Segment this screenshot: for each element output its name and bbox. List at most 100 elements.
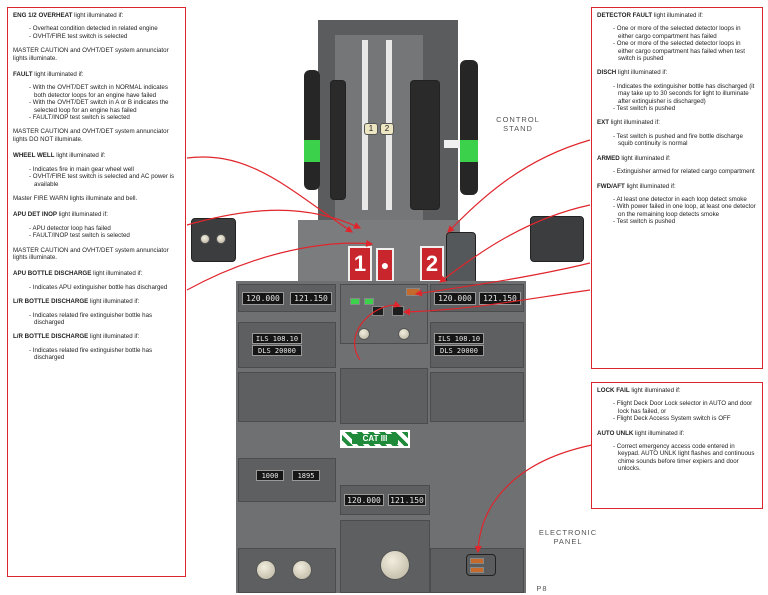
list-item: Indicates APU extinguisher bottle has di… — [29, 284, 180, 291]
thrust-lever-1-label: 1 — [364, 123, 378, 135]
list-item: Correct emergency access code entered in… — [613, 443, 757, 473]
left-inset-panel — [191, 218, 236, 262]
com2-standby-display: 121.150 — [479, 292, 521, 305]
apu-fire-handle[interactable]: ● — [376, 248, 394, 282]
auto-unlk-list: Correct emergency access code entered in… — [597, 443, 757, 473]
speed-brake-guide — [330, 80, 346, 200]
disch-list: Indicates the extinguisher bottle has di… — [597, 83, 757, 113]
auto-unlk-light — [470, 567, 484, 573]
list-item: Indicates related fire extinguisher bott… — [29, 312, 180, 327]
list-item: With the OVHT/DET switch in NORMAL indic… — [29, 84, 180, 99]
audio-panel-right — [430, 372, 524, 422]
cargo-fire-fwd-button[interactable] — [372, 306, 384, 316]
nav1-active-display: ILS 108.10 — [252, 333, 302, 344]
cat-iii-placard: CAT III — [340, 430, 410, 448]
rudder-trim-knob-left[interactable] — [256, 560, 276, 580]
eng-overheat-list: Overheat condition detected in related e… — [13, 25, 180, 40]
list-item: Indicates related fire extinguisher bott… — [29, 347, 180, 362]
flap-lever-guide — [410, 80, 440, 210]
cargo-fire-selector-knob-2[interactable] — [398, 328, 410, 340]
lr-bottle-list-2: Indicates related fire extinguisher bott… — [13, 347, 180, 362]
list-item: FAULT/INOP test switch is selected — [29, 232, 180, 239]
list-item: Test switch is pushed — [613, 218, 757, 225]
adf-standby-display: 1895 — [292, 470, 320, 481]
com3-active-display: 120.000 — [344, 494, 384, 506]
apu-det-inop-list: APU detector loop has failed FAULT/INOP … — [13, 225, 180, 240]
cargo-fire-disch-button[interactable] — [406, 288, 420, 296]
list-item: One or more of the selected detector loo… — [613, 40, 757, 62]
lock-fail-heading: LOCK FAIL light illuminated if: — [597, 387, 681, 394]
list-item: Test switch is pushed and fire bottle di… — [613, 133, 757, 148]
thrust-lever-2-label: 2 — [380, 123, 394, 135]
list-item: Indicates fire in main gear wheel well — [29, 166, 180, 173]
lock-fail-light — [470, 558, 484, 564]
rudder-trim-knob-right[interactable] — [292, 560, 312, 580]
apu-det-inop-note: MASTER CAUTION and OVHT/DET system annun… — [13, 246, 169, 261]
cargo-fire-aft-button[interactable] — [392, 306, 404, 316]
list-item: Overheat condition detected in related e… — [29, 25, 180, 32]
p8-label: P8 — [536, 584, 548, 593]
list-item: APU detector loop has failed — [29, 225, 180, 232]
list-item: One or more of the selected detector loo… — [613, 25, 757, 40]
armed-heading: ARMED light illuminated if: — [597, 154, 671, 162]
lr-bottle-heading-1: L/R BOTTLE DISCHARGE light illuminated i… — [13, 298, 140, 306]
fwd-aft-heading: FWD/AFT light illuminated if: — [597, 182, 676, 190]
inset-knob-left[interactable] — [200, 234, 210, 244]
engine-1-fire-handle[interactable]: 1 — [348, 246, 372, 282]
list-item: FAULT/INOP test switch is selected — [29, 114, 180, 121]
cargo-fire-armed-fwd[interactable] — [350, 298, 360, 305]
audio-panel-left — [238, 372, 336, 422]
auto-unlk-heading: AUTO UNLK light illuminated if: — [597, 429, 685, 437]
eng-overheat-heading: ENG 1/2 OVERHEAT light illuminated if: — [13, 12, 124, 19]
list-item: Extinguisher armed for related cargo com… — [613, 168, 757, 175]
cargo-fire-panel — [446, 232, 476, 284]
green-indicator-left — [304, 140, 320, 162]
list-item: Flight Deck Access System switch is OFF — [613, 415, 757, 422]
list-item: With power failed in one loop, at least … — [613, 203, 757, 218]
wheel-well-list: Indicates fire in main gear wheel well O… — [13, 166, 180, 188]
cargo-fire-armed-aft[interactable] — [364, 298, 374, 305]
rudder-trim-knob[interactable] — [380, 550, 410, 580]
wheel-well-note: Master FIRE WARN lights illuminate and b… — [13, 194, 138, 202]
apu-det-inop-heading: APU DET INOP light illuminated if: — [13, 211, 108, 219]
disch-heading: DISCH light illuminated if: — [597, 69, 668, 77]
list-item: Test switch is pushed — [613, 105, 757, 112]
electronic-panel-label: ELECTRONIC PANEL — [538, 528, 598, 546]
eng-overheat-note: MASTER CAUTION and OVHT/DET system annun… — [13, 47, 169, 62]
ext-list: Test switch is pushed and fire bottle di… — [597, 133, 757, 148]
list-item: With the OVHT/DET switch in A or B indic… — [29, 99, 180, 114]
ext-heading: EXT light illuminated if: — [597, 119, 660, 127]
adf-active-display: 1000 — [256, 470, 284, 481]
right-callout-box-cargo: DETECTOR FAULT light illuminated if: One… — [591, 7, 763, 369]
lock-fail-list: Flight Deck Door Lock selector in AUTO a… — [597, 400, 757, 422]
engine-2-fire-handle[interactable]: 2 — [420, 246, 444, 282]
detector-fault-heading: DETECTOR FAULT light illuminated if: — [597, 12, 704, 19]
control-stand-label: CONTROL STAND — [496, 115, 540, 133]
list-item: Flight Deck Door Lock selector in AUTO a… — [613, 400, 757, 415]
list-item: Indicates the extinguisher bottle has di… — [613, 83, 757, 105]
fwd-aft-list: At least one detector in each loop detec… — [597, 196, 757, 226]
adf-panel — [238, 458, 336, 502]
fault-note: MASTER CAUTION and OVHT/DET system annun… — [13, 128, 169, 143]
green-indicator-right — [460, 140, 478, 162]
nav2-active-display: ILS 108.10 — [434, 333, 484, 344]
inset-knob-right[interactable] — [216, 234, 226, 244]
apu-bottle-list: Indicates APU extinguisher bottle has di… — [13, 284, 180, 291]
cargo-fire-selector-knob[interactable] — [358, 328, 370, 340]
trim-wheel-left[interactable] — [304, 70, 320, 190]
lr-bottle-list-1: Indicates related fire extinguisher bott… — [13, 312, 180, 327]
right-inset-panel — [530, 216, 584, 262]
apu-bottle-heading: APU BOTTLE DISCHARGE light illuminated i… — [13, 270, 143, 278]
list-item: OVHT/FIRE test switch is selected and AC… — [29, 173, 180, 188]
bottom-left-panel — [238, 548, 336, 593]
trim-wheel-right[interactable] — [460, 60, 478, 195]
com1-active-display: 120.000 — [242, 292, 284, 305]
nav2-standby-display: DLS 20000 — [434, 345, 484, 356]
left-callout-box: ENG 1/2 OVERHEAT light illuminated if: O… — [7, 7, 186, 577]
com3-standby-display: 121.150 — [388, 494, 426, 506]
fault-heading: FAULT light illuminated if: — [13, 71, 84, 79]
nav1-standby-display: DLS 20000 — [252, 345, 302, 356]
fault-list: With the OVHT/DET switch in NORMAL indic… — [13, 84, 180, 121]
com2-active-display: 120.000 — [434, 292, 476, 305]
list-item: At least one detector in each loop detec… — [613, 196, 757, 203]
